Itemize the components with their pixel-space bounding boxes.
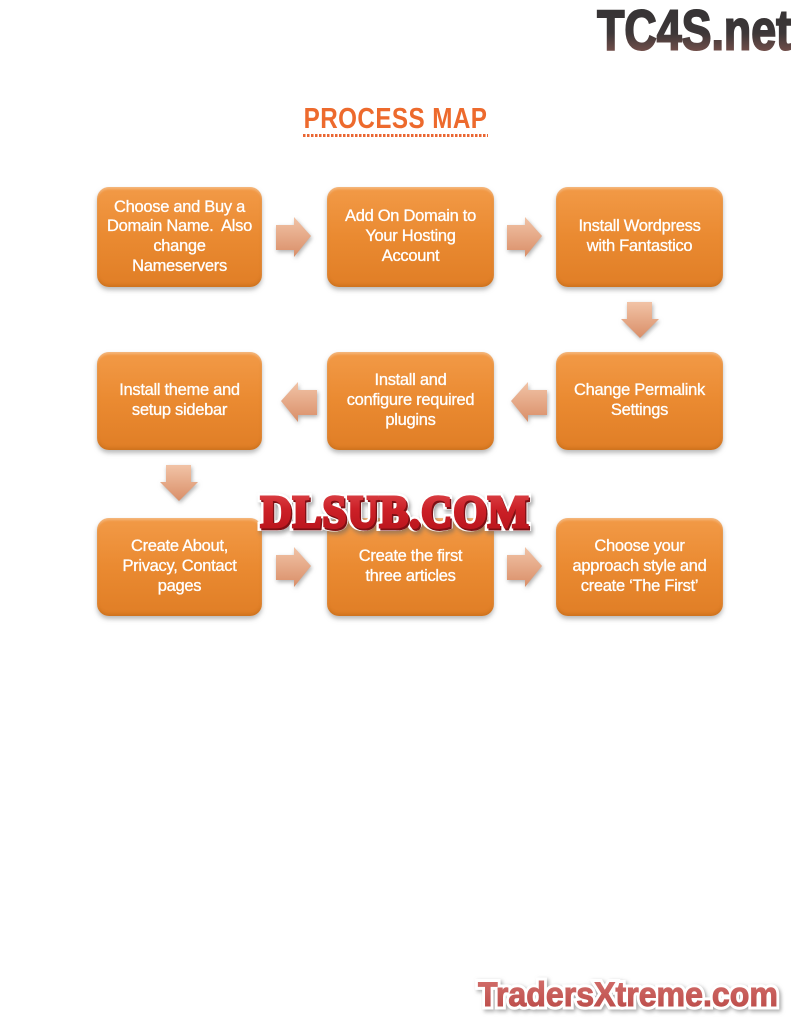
svg-text:DLSUB.COM: DLSUB.COM <box>260 486 529 538</box>
svg-text:TradersXtreme.com: TradersXtreme.com <box>478 976 778 1014</box>
svg-text:DLSUB.COM: DLSUB.COM <box>262 488 531 540</box>
svg-text:TradersXtreme.com: TradersXtreme.com <box>478 976 778 1014</box>
svg-text:TC4S.net: TC4S.net <box>597 0 791 60</box>
svg-text:DLSUB.COM: DLSUB.COM <box>260 486 529 538</box>
